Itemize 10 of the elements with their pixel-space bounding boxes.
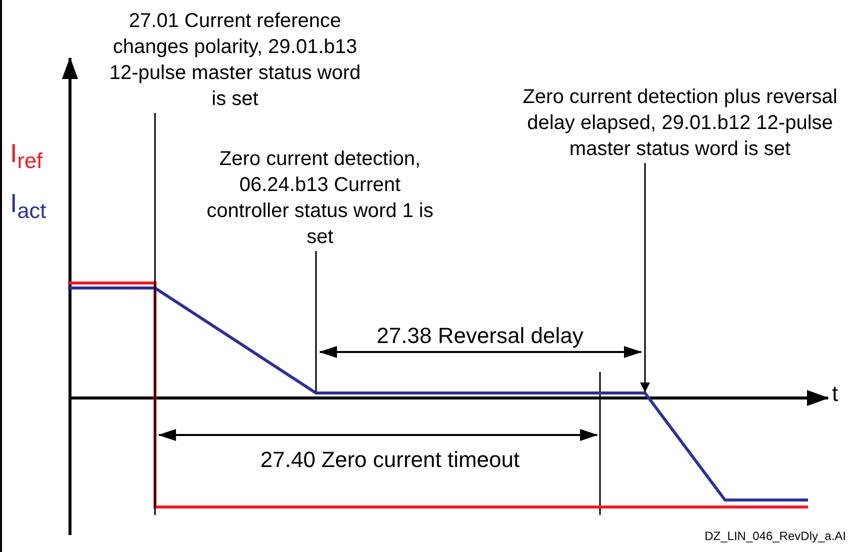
annotation-text: Zero current detection, 06.24.b13 Current controller status word 1 is set (206, 147, 434, 250)
annotation-text: 27.01 Current reference changes polarity, 29.01.b13 12-pulse master status word is set (108, 9, 362, 112)
leader-line (315, 251, 317, 392)
legend-label: I$_{act}$ (10, 188, 46, 218)
legend-label: I$_{ref}$ (10, 138, 43, 168)
leader-line (154, 113, 156, 515)
annotation-text: Zero current detection plus reversal delay elapsed, 29.01.b12 12-pulse master status word is set (522, 85, 838, 162)
axis-label: t (832, 381, 838, 406)
leader-arrow (640, 163, 650, 392)
file-name: DZ_LIN_046_RevDly_a.AI (704, 529, 846, 543)
